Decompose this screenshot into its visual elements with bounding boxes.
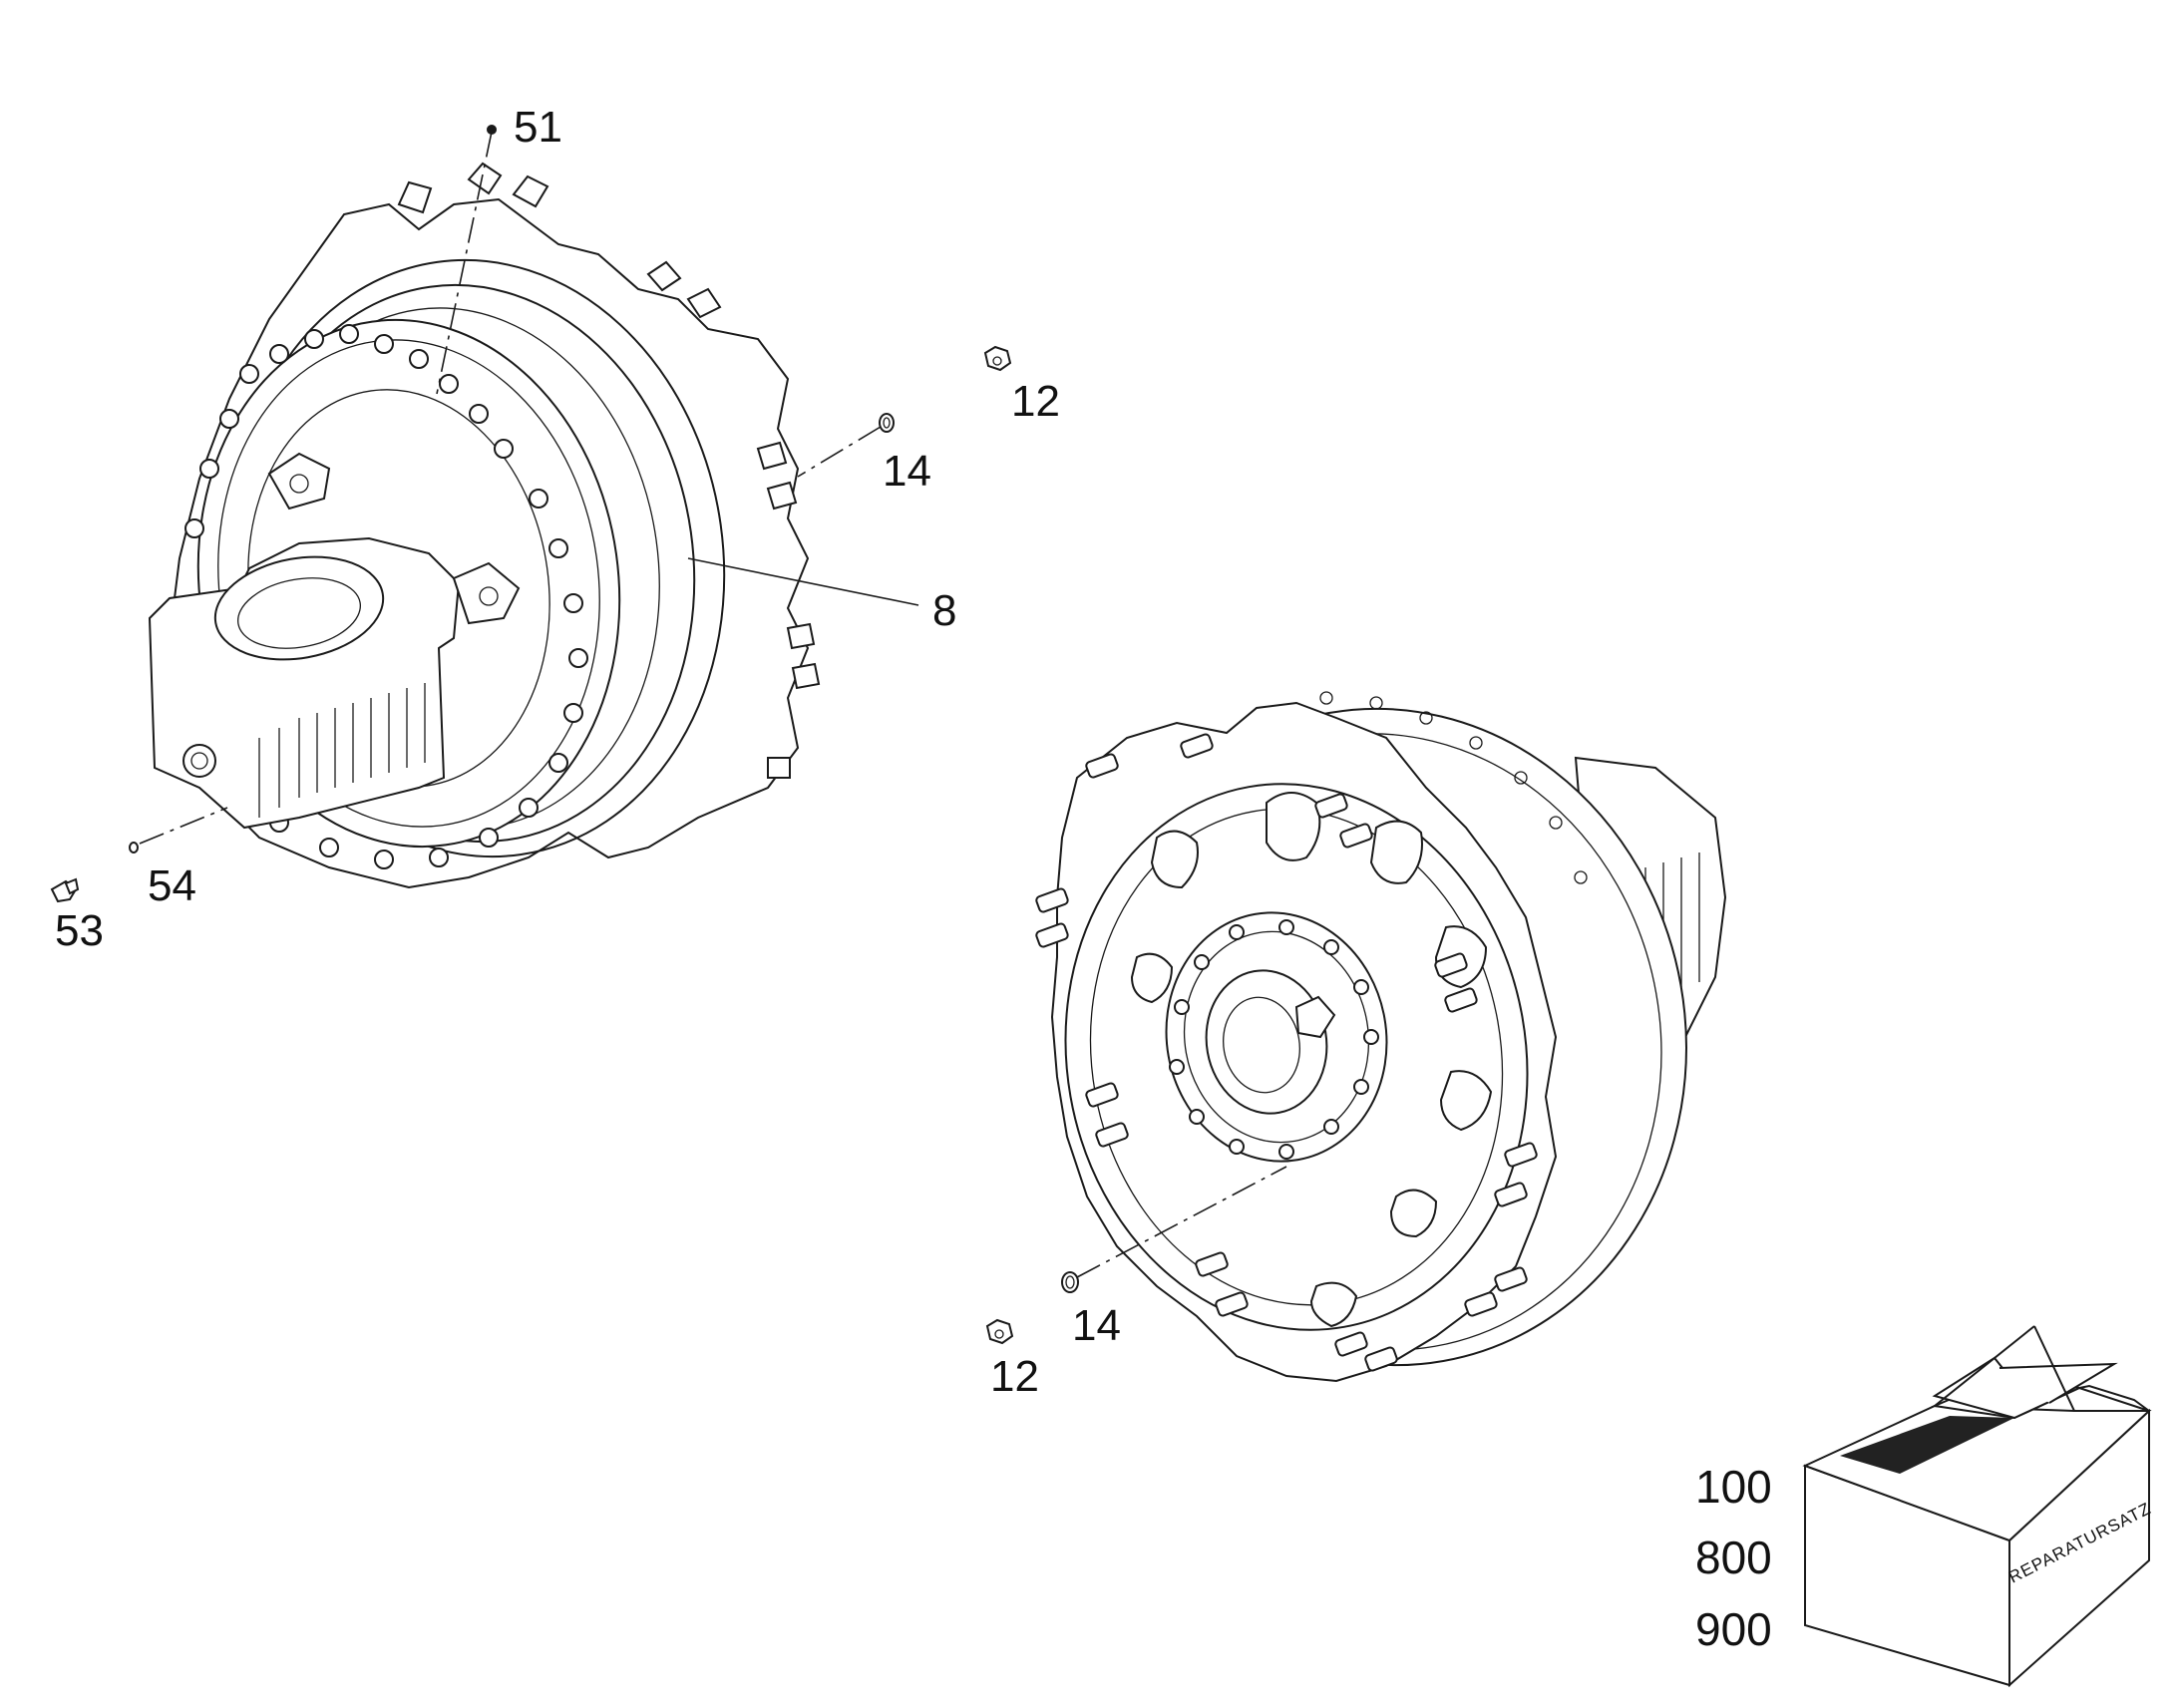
callout-8: 8 [932,586,956,635]
callout-14-top: 14 [883,447,931,496]
o-ring-14-top [879,413,895,433]
loose-parts [50,125,1079,1345]
repair-kit-box: REPARATURSATZ 100 800 900 [1695,1325,2154,1688]
o-ring-14-bottom [1061,1271,1079,1293]
callout-53: 53 [55,906,104,955]
kit-number-100: 100 [1695,1461,1772,1513]
callout-51: 51 [514,103,562,152]
part-callouts: 51 12 14 8 54 53 14 12 [55,103,1121,1401]
callout-54: 54 [148,861,196,910]
callout-12-bottom: 12 [990,1352,1039,1401]
callout-14-bottom: 14 [1072,1301,1121,1350]
washer-54 [129,842,139,854]
screw-53 [50,877,80,903]
kit-number-800: 800 [1695,1532,1772,1583]
marker-51 [487,125,497,135]
lower-right-hub-assembly [1035,691,1727,1383]
nut-12-bottom [985,1318,1014,1345]
upper-left-hub-assembly [148,162,821,889]
kit-number-900: 900 [1695,1603,1772,1655]
box-tape [1840,1416,2014,1474]
callout-12-top: 12 [1011,377,1060,426]
leader-lines [139,131,1287,1278]
nut-12-top [983,345,1012,372]
